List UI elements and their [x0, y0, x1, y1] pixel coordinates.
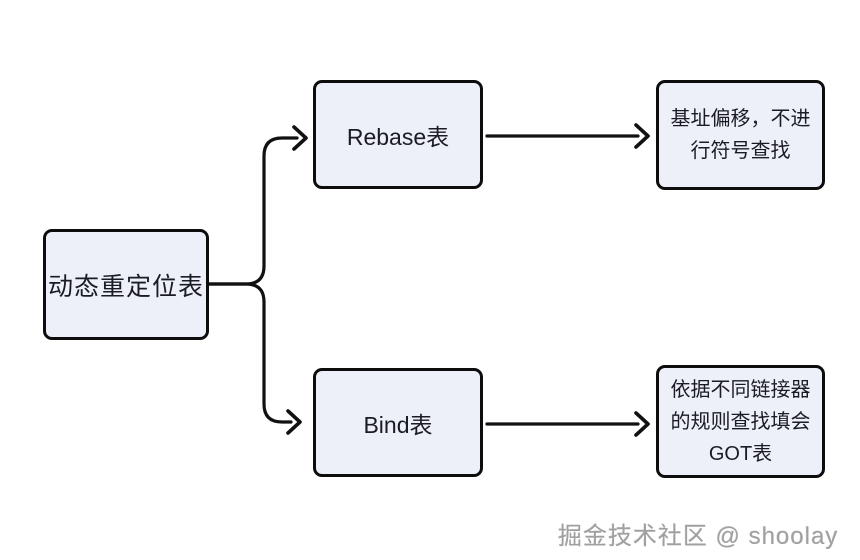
- node-dynamic-relocation-table: 动态重定位表: [43, 229, 209, 340]
- watermark-text: 掘金技术社区 @ shoolay: [558, 523, 839, 550]
- node-label: 基址偏移，不进行符号查找: [670, 108, 811, 162]
- node-label: 动态重定位表: [47, 272, 204, 301]
- node-bind-result: 依据不同链接器的规则查找填会GOT表: [656, 365, 825, 478]
- node-rebase-result: 基址偏移，不进行符号查找: [656, 80, 825, 190]
- node-rebase-table: Rebase表: [313, 80, 483, 189]
- node-label: 依据不同链接器的规则查找填会GOT表: [670, 378, 811, 465]
- node-label: Bind表: [363, 411, 433, 438]
- node-bind-table: Bind表: [313, 368, 483, 477]
- arrow-bind-to-result: [485, 411, 650, 437]
- arrow-root-to-rebase: [207, 125, 308, 286]
- node-label: Rebase表: [346, 123, 450, 150]
- arrow-rebase-to-result: [485, 123, 650, 149]
- arrow-root-to-bind: [207, 282, 302, 435]
